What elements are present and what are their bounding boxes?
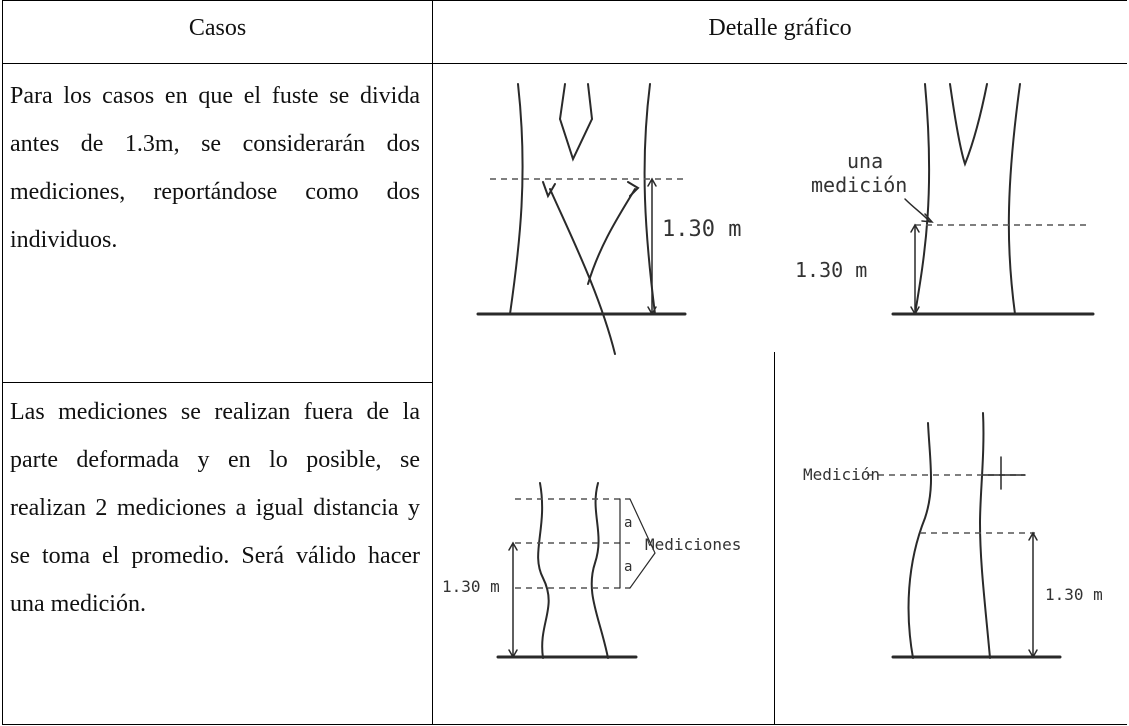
- header-casos: Casos: [188, 15, 247, 41]
- fig2-height-label: 1.30 m: [795, 258, 867, 282]
- figure-deformed-trunk-one-measurement: Medición 1.30 m: [803, 412, 1103, 659]
- figure-deformed-trunk-two-measurements: a a Mediciones 1.30 m: [442, 482, 741, 659]
- fig1-height-label: 1.30 m: [662, 217, 741, 242]
- fig3-a-label-lower: a: [624, 559, 632, 575]
- figure-divider-stub: [774, 352, 775, 382]
- table-border-bottom: [2, 724, 1127, 725]
- fig3-height-label: 1.30 m: [442, 577, 500, 596]
- fig4-height-label: 1.30 m: [1045, 585, 1103, 604]
- figure-forked-trunk-two-measurements: 1.30 m: [476, 83, 741, 355]
- case-text-row-2: Las mediciones se realizan fuera de la p…: [10, 399, 420, 617]
- fig3-a-label-upper: a: [624, 515, 632, 531]
- table-row-divider-left: [2, 382, 432, 383]
- table-border-top: [2, 0, 1127, 1]
- fig4-medicion-label: Medición: [803, 465, 880, 484]
- case-text-row-1: Para los casos en que el fuste se divida…: [10, 83, 420, 253]
- figure-divider-row2: [774, 382, 775, 725]
- fig3-mediciones-label: Mediciones: [645, 535, 741, 554]
- table-border-left: [2, 0, 3, 725]
- fig2-top-label-una: una: [847, 149, 883, 173]
- fig2-top-label-medicion: medición: [811, 173, 907, 197]
- header-detalle-grafico: Detalle gráfico: [708, 15, 852, 41]
- table-header-divider: [2, 63, 1127, 64]
- table-column-divider: [432, 0, 433, 725]
- figure-fork-above-one-measurement: una medición 1.30 m: [795, 83, 1095, 316]
